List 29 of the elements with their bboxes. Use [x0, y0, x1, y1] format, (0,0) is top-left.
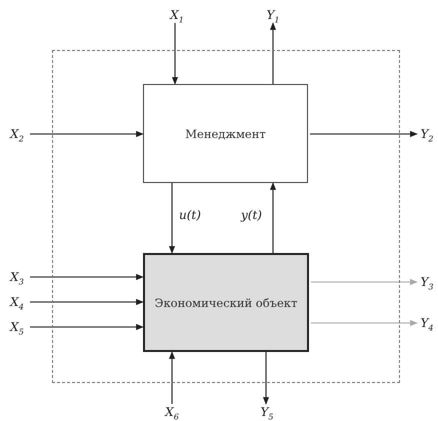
arrow	[262, 352, 270, 405]
arrow	[311, 320, 418, 326]
arrow	[30, 274, 144, 280]
signal-label: Y$_{1}$	[263, 7, 283, 23]
arrow	[168, 183, 176, 254]
signal-label: X$_{6}$	[162, 404, 182, 420]
signal-label: Y$_{3}$	[417, 274, 437, 290]
system-boundary	[52, 50, 400, 383]
arrow	[168, 351, 176, 404]
signal-label: X$_{3}$	[6, 269, 28, 285]
signal-label: Y$_{5}$	[257, 404, 277, 420]
arrow	[30, 130, 144, 138]
arrow	[270, 182, 276, 253]
edge-label: u(t)	[179, 208, 201, 222]
arrow	[270, 22, 276, 84]
arrow	[30, 324, 144, 330]
process-box: Экономический объект	[143, 253, 309, 352]
arrow	[172, 23, 178, 85]
process-box: Менеджмент	[143, 84, 308, 183]
signal-label: Y$_{4}$	[417, 315, 437, 331]
arrow	[30, 298, 144, 306]
signal-label: X$_{2}$	[6, 126, 28, 142]
arrow	[310, 130, 418, 138]
edge-label: y(t)	[241, 208, 262, 222]
arrow	[311, 278, 418, 286]
signal-label: Y$_{2}$	[417, 126, 437, 142]
signal-label: X$_{4}$	[6, 294, 28, 310]
signal-label: X$_{5}$	[6, 319, 28, 335]
signal-label: X$_{1}$	[167, 7, 187, 23]
